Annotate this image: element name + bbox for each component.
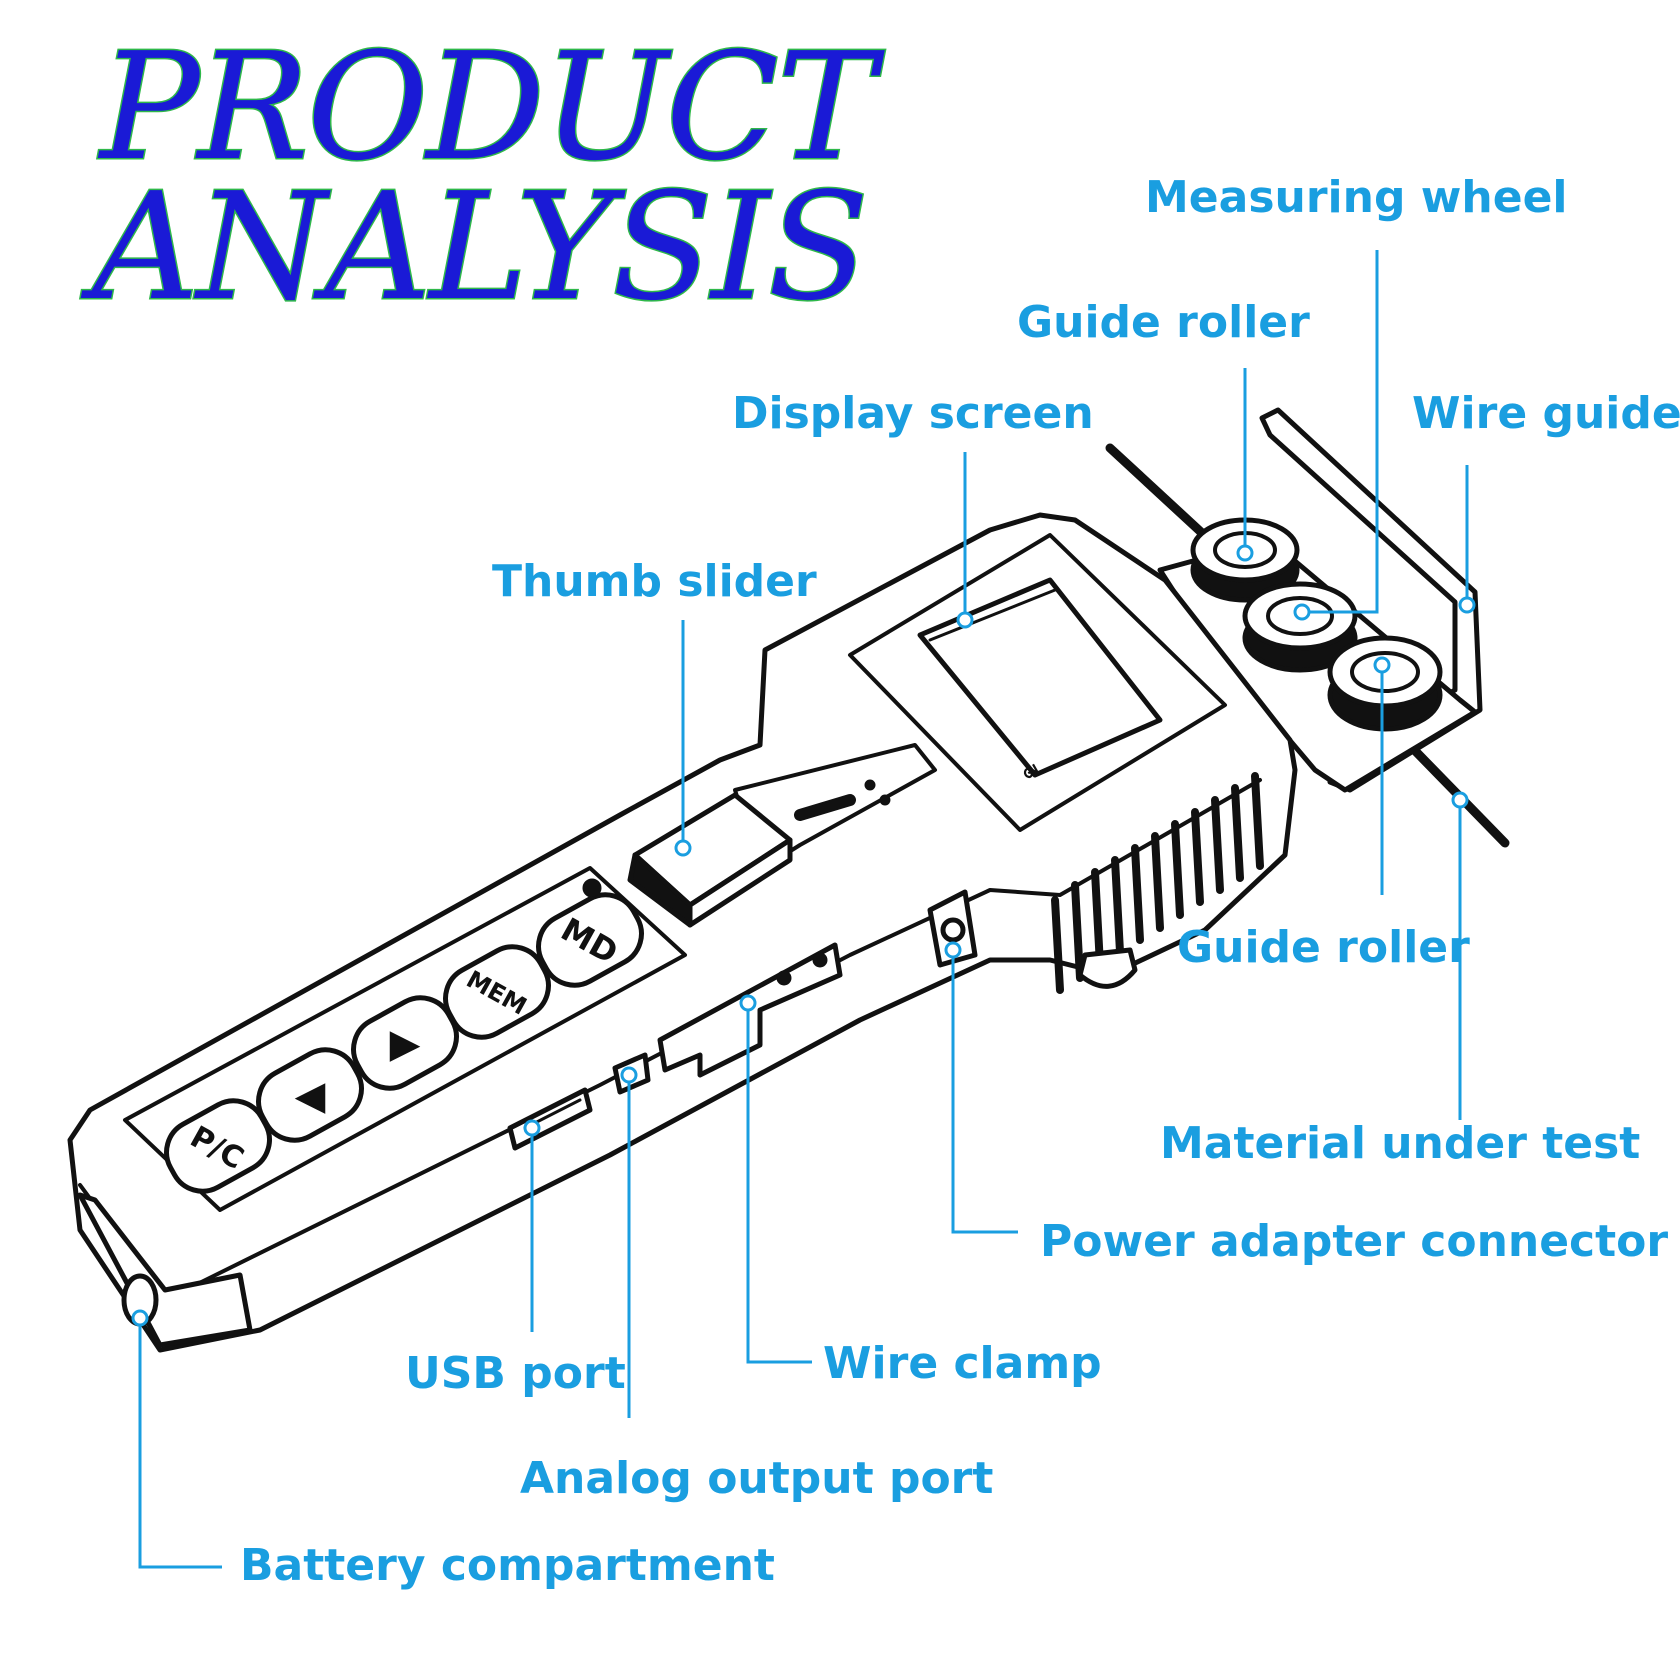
guide-roller-bottom-part [1327,635,1443,732]
leader-dot-battery-compartment [131,1309,149,1327]
leader-dot-analog-output-port [620,1066,638,1084]
label-thumb-slider: Thumb slider [492,556,817,607]
status-led [582,878,602,898]
title-line-2: ANALYSIS [80,161,867,333]
button-right[interactable]: ▶ [342,986,468,1099]
label-power-adapter-connector: Power adapter connector [1040,1216,1668,1267]
button-pc[interactable]: P/C [155,1089,281,1202]
slider-screw-1 [864,779,876,791]
wire-clamp-screw-2 [812,952,828,968]
leader-dot-material-under-test [1451,791,1469,809]
label-guide-roller-bottom: Guide roller [1177,922,1470,973]
leader-dot-wire-guide [1458,596,1476,614]
bottom-foot [1077,947,1138,989]
svg-text:◀: ◀ [295,1073,326,1119]
wire-clamp-screw-1 [776,970,792,986]
leader-battery-compartment [138,1318,222,1569]
button-md[interactable]: MD [527,883,653,996]
label-usb-port: USB port [405,1348,626,1399]
leader-dot-guide-roller-top [1236,544,1254,562]
label-wire-guide: Wire guide [1412,388,1680,439]
power-connector-jack[interactable] [940,917,966,943]
leader-wire-clamp [746,1003,812,1364]
label-material-under-test: Material under test [1160,1118,1640,1169]
label-measuring-wheel: Measuring wheel [1145,172,1568,223]
leader-dot-guide-roller-bottom [1373,656,1391,674]
leader-power-adapter-connector [951,950,1018,1234]
slider-screw-2 [879,794,891,806]
tension-meter-device: P/C ◀ ▶ MEM MD [67,407,1510,1353]
label-battery-compartment: Battery compartment [240,1540,775,1591]
callout-labels: Measuring wheel Guide roller Display scr… [240,172,1680,1591]
button-left[interactable]: ◀ [247,1038,373,1151]
callout-leaders [131,250,1476,1569]
side-vents [1051,772,1264,994]
display-inner-edge [928,588,1057,642]
label-guide-roller-top: Guide roller [1017,297,1310,348]
button-mem[interactable]: MEM [434,935,560,1048]
battery-end-cap [77,1192,253,1348]
keypad-buttons: P/C ◀ ▶ MEM MD [155,878,653,1202]
slider-slot [794,794,856,821]
title: PRODUCT ANALYSIS [79,20,889,335]
leader-dot-thumb-slider [674,839,692,857]
leader-dot-power-adapter-connector [944,941,962,959]
leader-dot-display-screen [956,611,974,629]
label-wire-clamp: Wire clamp [823,1338,1102,1389]
display-screen [917,577,1163,778]
thumb-slider-knob-front [687,837,793,928]
title-line-1: PRODUCT [97,21,885,193]
leader-dot-measuring-wheel [1293,603,1311,621]
label-display-screen: Display screen [732,388,1094,439]
leader-dot-wire-clamp [739,994,757,1012]
leader-dot-usb-port [523,1119,541,1137]
label-analog-output-port: Analog output port [520,1453,993,1504]
svg-text:▶: ▶ [390,1021,421,1067]
leader-measuring-wheel [1302,250,1379,614]
